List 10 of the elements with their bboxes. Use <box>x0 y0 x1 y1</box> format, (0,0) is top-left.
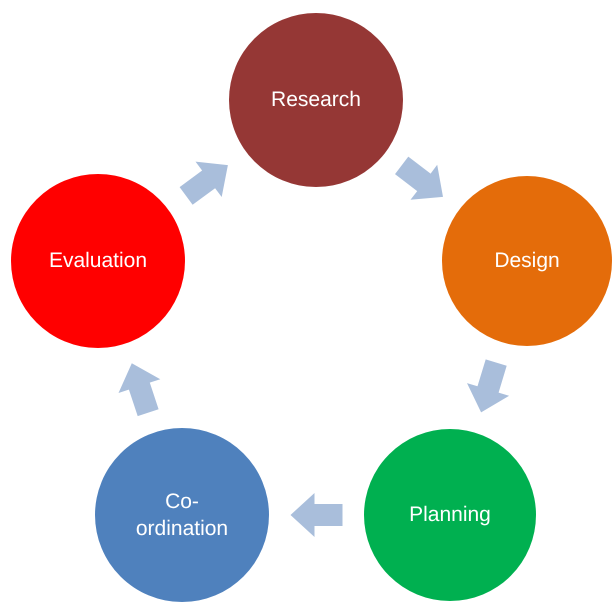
stage-label: Planning <box>409 502 491 528</box>
block-arrow <box>290 493 342 537</box>
block-arrow <box>118 363 160 416</box>
block-arrow <box>395 156 443 200</box>
stage-label: Evaluation <box>48 248 148 274</box>
block-arrow <box>467 359 510 412</box>
block-arrow <box>180 162 228 205</box>
stage-label: Co-ordination <box>134 488 230 542</box>
stage-label: Research <box>271 87 361 114</box>
stage-label: Design <box>494 248 560 274</box>
